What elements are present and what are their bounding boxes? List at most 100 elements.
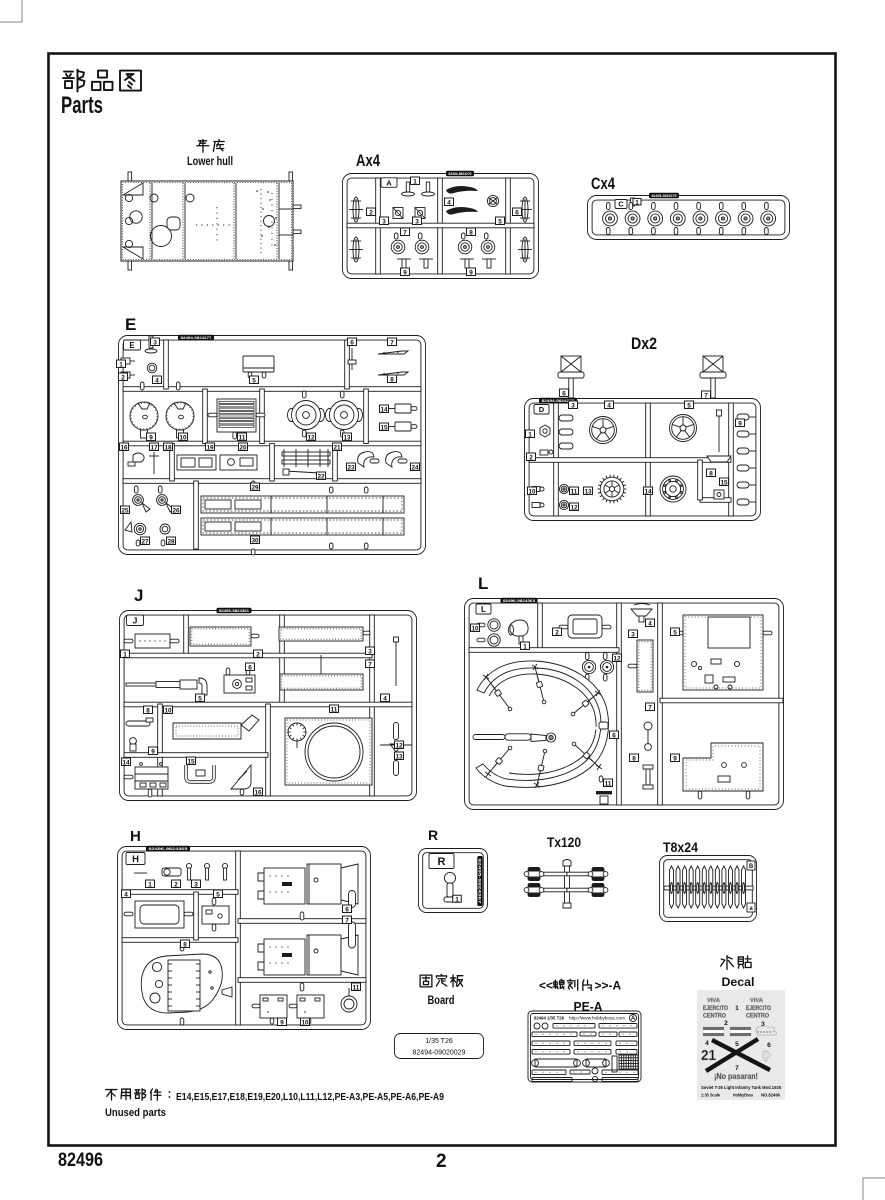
- label-text: 8: [469, 230, 473, 237]
- part-artwork: [539, 424, 551, 438]
- part-artwork: [281, 675, 362, 689]
- part-artwork: [137, 402, 151, 410]
- part-artwork: [394, 209, 402, 217]
- part-artwork: [532, 663, 538, 671]
- part-artwork: [531, 1059, 539, 1067]
- part-artwork: [590, 1033, 592, 1035]
- label-text: 1: [119, 362, 123, 369]
- part-artwork: [299, 982, 305, 992]
- part-artwork: [626, 1042, 628, 1044]
- part-tag: [552, 627, 562, 636]
- part-tag: [186, 756, 196, 765]
- part-artwork: [599, 795, 609, 805]
- part-artwork: [717, 775, 731, 783]
- page-title-en: Parts: [61, 92, 103, 119]
- part-tag: [277, 1017, 287, 1026]
- part-artwork: [609, 1033, 611, 1035]
- part-artwork: [676, 430, 682, 438]
- part-artwork: [183, 614, 189, 656]
- part-artwork: [564, 862, 570, 904]
- part-artwork: [626, 1051, 628, 1053]
- part-artwork: [166, 216, 181, 231]
- part-artwork: [556, 1079, 558, 1080]
- label-text: 8: [390, 377, 394, 384]
- part-artwork: [567, 982, 573, 988]
- part-artwork: [486, 245, 490, 249]
- part-artwork: [295, 404, 317, 426]
- part-artwork: [212, 140, 216, 152]
- part-artwork: [138, 527, 142, 531]
- part-artwork: [139, 904, 180, 925]
- part-artwork: [217, 913, 223, 919]
- part-artwork: [121, 182, 144, 196]
- part-artwork: [561, 985, 565, 990]
- part-artwork: [569, 1069, 591, 1075]
- label-text: 7: [648, 705, 652, 712]
- decal-label-cn: [719, 954, 752, 971]
- part-tag: [245, 662, 255, 671]
- part-artwork: [573, 1071, 575, 1073]
- part-artwork: [401, 191, 415, 197]
- part-artwork: [534, 1058, 578, 1068]
- part-artwork: [549, 1033, 551, 1035]
- part-artwork: [556, 986, 559, 990]
- label-text: 82494-9824270: [449, 171, 473, 176]
- sprue-code-plate: [477, 856, 483, 906]
- part-artwork: [697, 459, 703, 501]
- part-artwork: [292, 737, 295, 741]
- sprue-c-title: Cx4: [591, 174, 615, 193]
- label-text: 5: [687, 403, 691, 410]
- part-artwork: [673, 227, 679, 235]
- label-text: 2: [724, 1020, 728, 1027]
- label-text: 7: [390, 340, 394, 347]
- part-artwork: [710, 1038, 772, 1072]
- sprue-code-plate: [649, 192, 679, 199]
- part-artwork: [205, 909, 213, 915]
- part-artwork: [696, 202, 701, 210]
- part-artwork: [696, 227, 701, 235]
- label-text: 12: [395, 743, 403, 750]
- part-artwork: [405, 181, 411, 193]
- part-tag: [643, 486, 653, 495]
- part-artwork: [483, 673, 489, 681]
- part-artwork: [218, 404, 255, 408]
- part-artwork: [211, 923, 217, 932]
- part-artwork: [150, 225, 172, 247]
- part-artwork: [256, 190, 258, 192]
- part-artwork: [556, 1025, 558, 1027]
- part-artwork: [584, 1051, 586, 1053]
- part-artwork: [173, 402, 187, 410]
- part-artwork: [741, 227, 747, 235]
- part-artwork: [257, 872, 264, 900]
- part-artwork: [669, 864, 674, 910]
- part-artwork: [124, 239, 134, 249]
- part-artwork: [121, 246, 144, 260]
- part-artwork: [605, 227, 611, 235]
- part-artwork: [598, 1031, 618, 1038]
- part-artwork: [538, 887, 545, 893]
- part-artwork: [160, 498, 164, 502]
- label-text: 27: [141, 539, 149, 546]
- part-artwork: [507, 706, 513, 712]
- part-artwork: [539, 449, 549, 456]
- part-artwork: [605, 202, 611, 210]
- part-artwork: [657, 602, 663, 806]
- label-text: 9: [151, 749, 155, 756]
- part-artwork: [744, 961, 752, 969]
- lower-hull-label-en: Lower hull: [187, 154, 233, 168]
- part-artwork: [764, 202, 769, 210]
- part-artwork: [592, 876, 604, 881]
- part-artwork: [346, 222, 535, 229]
- part-artwork: [611, 1055, 618, 1073]
- part-artwork: [160, 539, 166, 547]
- part-artwork: [139, 782, 147, 788]
- part-artwork: [347, 359, 357, 365]
- label-text: 7: [403, 230, 407, 237]
- part-artwork: [464, 258, 470, 269]
- label-text: 1: [528, 432, 532, 439]
- part-artwork: [339, 390, 345, 399]
- part-artwork: [664, 480, 682, 498]
- part-artwork: [383, 351, 385, 354]
- part-artwork: [446, 207, 478, 215]
